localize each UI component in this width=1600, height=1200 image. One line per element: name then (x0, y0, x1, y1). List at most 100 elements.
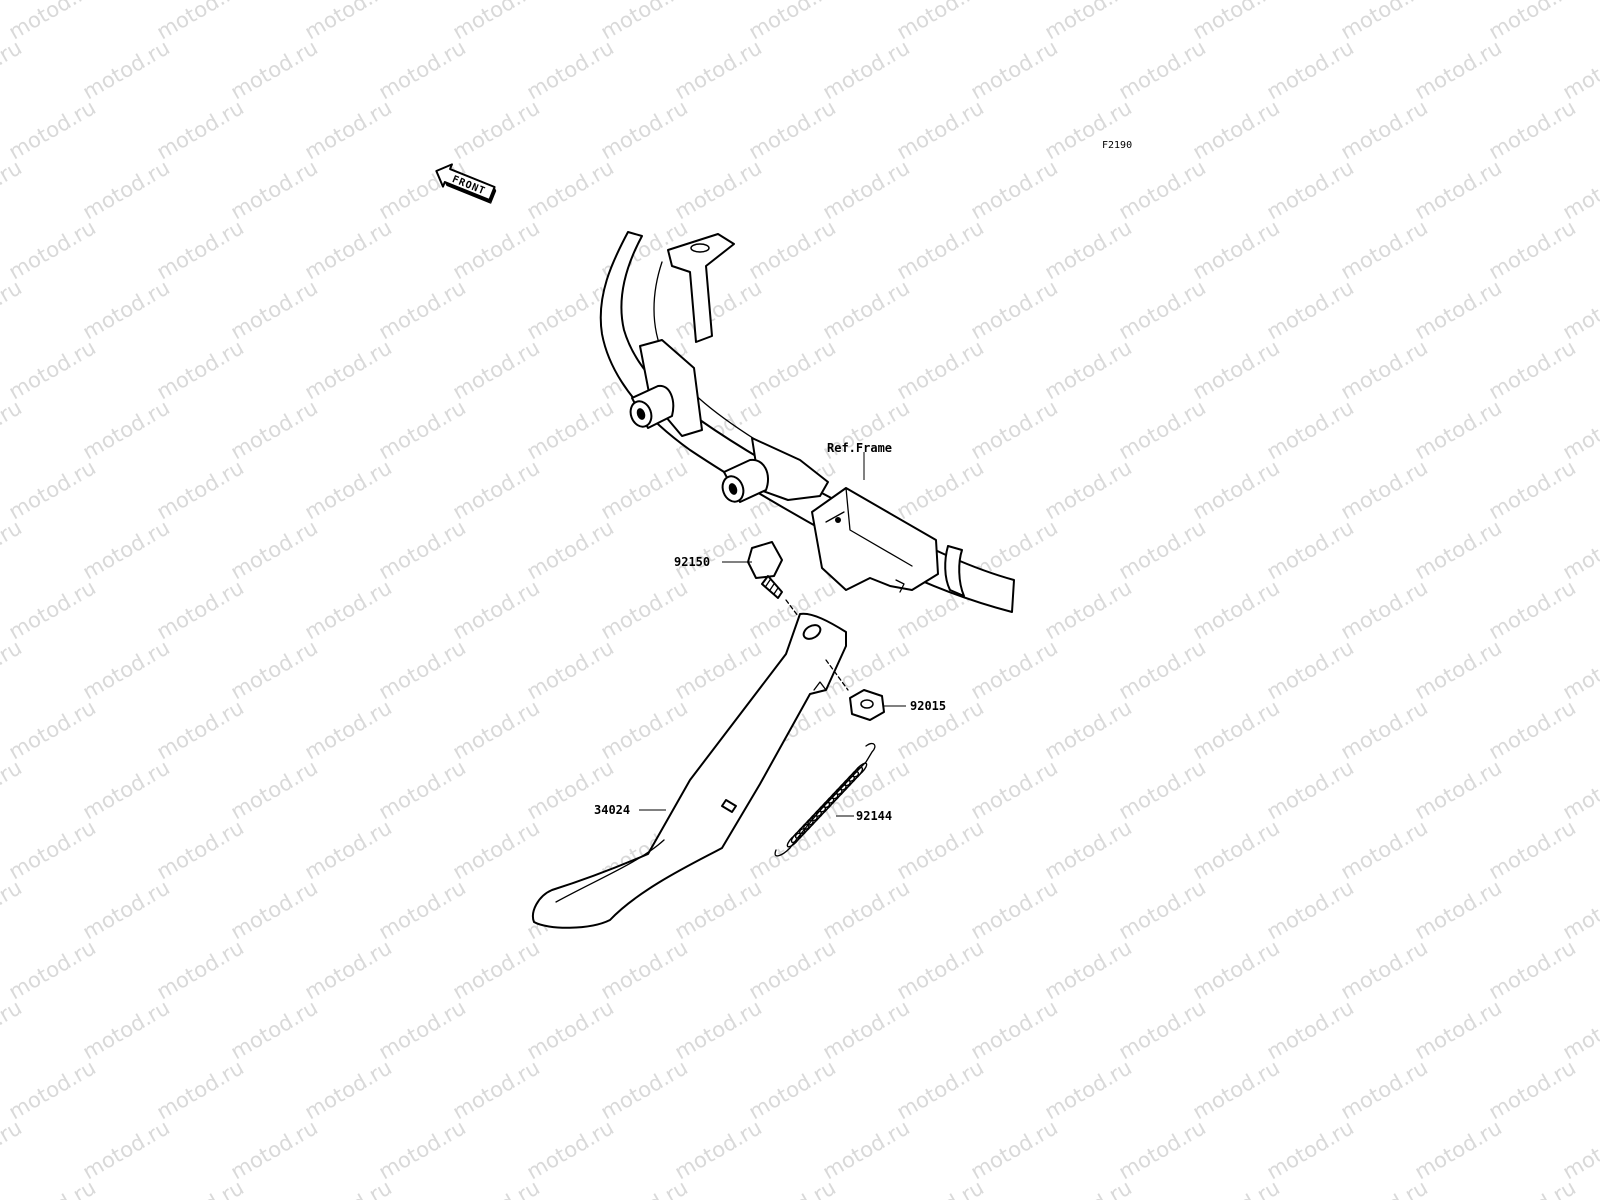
watermark-text: motod.ru (745, 1175, 840, 1200)
watermark-text: motod.ru (449, 575, 544, 644)
watermark-text: motod.ru (301, 335, 396, 404)
watermark-text: motod.ru (1041, 1175, 1136, 1200)
watermark-text: motod.ru (1559, 395, 1600, 464)
watermark-text: motod.ru (1411, 275, 1506, 344)
watermark-text: motod.ru (375, 635, 470, 704)
watermark-text: motod.ru (1411, 1115, 1506, 1184)
watermark-text: motod.ru (893, 455, 988, 524)
watermark-text: motod.ru (1189, 215, 1284, 284)
spring-coil (786, 832, 802, 848)
watermark-text: motod.ru (745, 215, 840, 284)
watermark-text: motod.ru (967, 155, 1062, 224)
watermark-text: motod.ru (301, 1055, 396, 1124)
watermark-text: motod.ru (301, 0, 396, 44)
watermark-text: motod.ru (1337, 1055, 1432, 1124)
watermark-text: motod.ru (5, 0, 100, 44)
watermark-text: motod.ru (449, 0, 544, 44)
watermark-text: motod.ru (1485, 0, 1580, 44)
watermark-text: motod.ru (227, 635, 322, 704)
watermark-text: motod.ru (1559, 275, 1600, 344)
watermark-text: motod.ru (671, 1115, 766, 1184)
watermark-text: motod.ru (597, 1175, 692, 1200)
watermark-text: motod.ru (0, 635, 26, 704)
watermark-text: motod.ru (1485, 815, 1580, 884)
watermark-text: motod.ru (745, 815, 840, 884)
watermark-text: motod.ru (79, 995, 174, 1064)
watermark-text: motod.ru (967, 875, 1062, 944)
watermark-text: motod.ru (1263, 515, 1358, 584)
watermark-text: motod.ru (1337, 695, 1432, 764)
watermark-text: motod.ru (1263, 635, 1358, 704)
watermark-text: motod.ru (227, 875, 322, 944)
watermark-text: motod.ru (597, 95, 692, 164)
front-arrow-icon: FRONT (435, 163, 497, 204)
watermark-text: motod.ru (1337, 1175, 1432, 1200)
watermark-text: motod.ru (1411, 35, 1506, 104)
watermark-text: motod.ru (227, 755, 322, 824)
watermark-text: motod.ru (1115, 275, 1210, 344)
watermark-text: motod.ru (227, 35, 322, 104)
diagram-code: F2190 (1102, 140, 1132, 151)
watermark-text: motod.ru (671, 35, 766, 104)
watermark-text: motod.ru (301, 1175, 396, 1200)
watermark-text: motod.ru (375, 395, 470, 464)
watermark-text: motod.ru (1411, 755, 1506, 824)
watermark-text: motod.ru (1189, 95, 1284, 164)
watermark-text: motod.ru (5, 935, 100, 1004)
watermark-text: motod.ru (1337, 815, 1432, 884)
watermark-text: motod.ru (5, 335, 100, 404)
watermark-text: motod.ru (375, 275, 470, 344)
watermark-text: motod.ru (1189, 935, 1284, 1004)
watermark-text: motod.ru (671, 635, 766, 704)
watermark-text: motod.ru (449, 215, 544, 284)
watermark-text: motod.ru (153, 1055, 248, 1124)
watermark-text: motod.ru (375, 155, 470, 224)
watermark-text: motod.ru (375, 755, 470, 824)
watermark-text: motod.ru (1485, 455, 1580, 524)
watermark-text: motod.ru (1189, 575, 1284, 644)
watermark-text: motod.ru (1559, 635, 1600, 704)
watermark-text: motod.ru (819, 1115, 914, 1184)
watermark-text: motod.ru (375, 995, 470, 1064)
watermark-text: motod.ru (1485, 935, 1580, 1004)
bolt-92150 (747, 541, 783, 599)
watermark-text: motod.ru (1411, 635, 1506, 704)
watermark-text: motod.ru (671, 155, 766, 224)
watermark-text: motod.ru (227, 395, 322, 464)
watermark-text: motod.ru (523, 515, 618, 584)
watermark-text: motod.ru (375, 875, 470, 944)
watermark-text: motod.ru (1115, 35, 1210, 104)
watermark-text: motod.ru (0, 515, 26, 584)
watermark-text: motod.ru (1485, 335, 1580, 404)
watermark-text: motod.ru (893, 1175, 988, 1200)
watermark-text: motod.ru (1041, 575, 1136, 644)
watermark-text: motod.ru (1041, 455, 1136, 524)
watermark-text: motod.ru (1559, 35, 1600, 104)
watermark-text: motod.ru (967, 275, 1062, 344)
part-label-92144: 92144 (856, 809, 892, 823)
watermark-text: motod.ru (449, 455, 544, 524)
watermark-text: motod.ru (0, 35, 26, 104)
watermark-text: motod.ru (671, 875, 766, 944)
watermark-text: motod.ru (1189, 1175, 1284, 1200)
watermark-text: motod.ru (1411, 155, 1506, 224)
watermark-text: motod.ru (153, 1175, 248, 1200)
watermark-text: motod.ru (1189, 815, 1284, 884)
watermark-text: motod.ru (1337, 215, 1432, 284)
watermark-text: motod.ru (301, 575, 396, 644)
watermark-text: motod.ru (745, 0, 840, 44)
watermark-text: motod.ru (1041, 935, 1136, 1004)
watermark-text: motod.ru (153, 215, 248, 284)
watermark-text: motod.ru (1041, 1055, 1136, 1124)
watermark-text: motod.ru (375, 35, 470, 104)
watermark-text: motod.ru (1263, 35, 1358, 104)
watermark-text: motod.ru (301, 695, 396, 764)
watermark-text: motod.ru (1337, 335, 1432, 404)
watermark-text: motod.ru (1485, 95, 1580, 164)
nut-92015 (849, 689, 885, 721)
watermark-text: motod.ru (1485, 1055, 1580, 1124)
watermark-text: motod.ru (1115, 875, 1210, 944)
watermark-text: motod.ru (819, 995, 914, 1064)
